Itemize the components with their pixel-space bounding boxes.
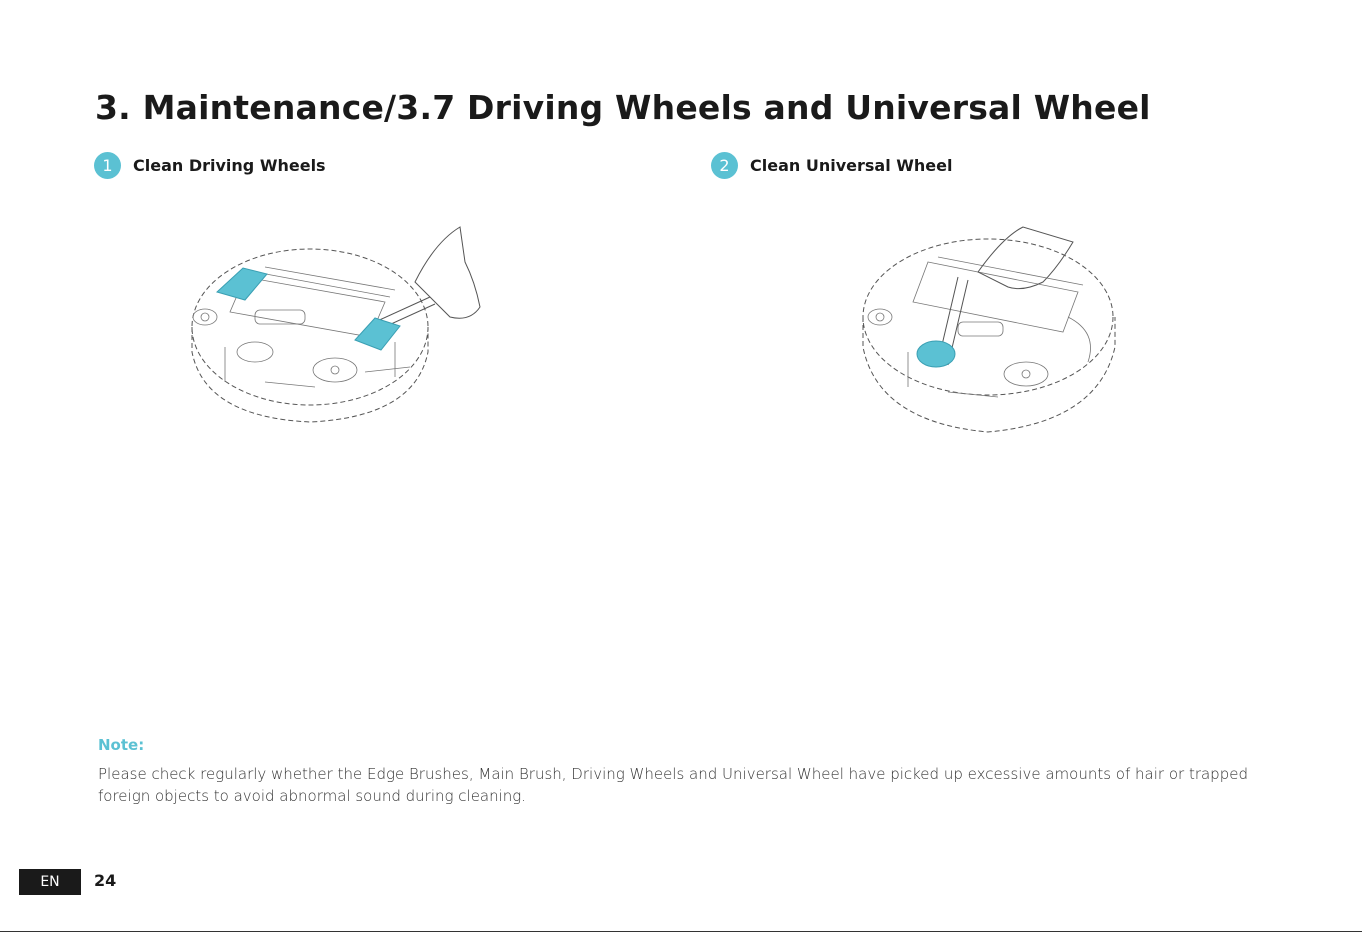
- robot-universal-wheel-illustration: [862, 226, 1116, 433]
- step-number-badge: 2: [711, 151, 738, 179]
- step-label: Clean Driving Wheels: [133, 155, 326, 175]
- page-number: 24: [94, 871, 117, 890]
- step-number-badge: 1: [94, 151, 121, 179]
- step-clean-driving-wheels: 1 Clean Driving Wheels: [94, 151, 326, 179]
- language-badge: EN: [19, 869, 81, 895]
- bottom-divider: [0, 931, 1362, 932]
- step-clean-universal-wheel: 2 Clean Universal Wheel: [711, 151, 952, 179]
- page-title: 3. Maintenance/3.7 Driving Wheels and Un…: [95, 88, 1151, 127]
- note-text: Please check regularly whether the Edge …: [98, 765, 1248, 805]
- step-label: Clean Universal Wheel: [750, 155, 953, 175]
- note-label: Note:: [98, 736, 145, 754]
- robot-driving-wheels-illustration: [191, 226, 481, 423]
